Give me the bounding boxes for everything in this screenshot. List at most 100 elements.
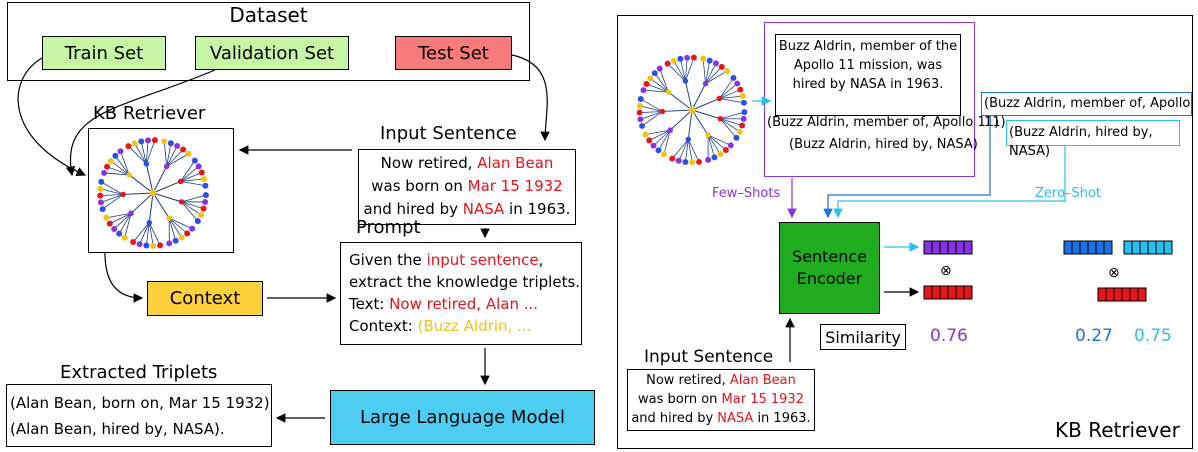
- arrow-kb-to-context: [104, 252, 144, 303]
- graph-edge: [720, 111, 745, 120]
- graph-node: [104, 163, 111, 170]
- fewshot-text-box: Buzz Aldrin, member of the Apollo 11 mis…: [775, 34, 961, 116]
- graph-node: [661, 151, 667, 158]
- graph-edge: [152, 192, 170, 219]
- llm-label: Large Language Model: [360, 407, 565, 428]
- graph-edge: [169, 217, 193, 229]
- graph-edge: [124, 213, 132, 238]
- graph-node: [117, 148, 124, 155]
- graph-node: [643, 81, 650, 87]
- vector-cell: [1131, 240, 1141, 255]
- graph-edge: [118, 213, 132, 234]
- graph-edge: [678, 139, 689, 161]
- graph-node: [664, 60, 671, 67]
- kb-graph-left: [97, 137, 209, 249]
- right-panel-title: KB Retriever: [1055, 418, 1180, 442]
- vector-cell: [1129, 287, 1139, 302]
- graph-edge: [705, 66, 723, 84]
- graph-node: [167, 140, 174, 147]
- context-label: Context: [169, 288, 241, 309]
- graph-edge: [181, 194, 206, 203]
- graph-node: [189, 225, 196, 232]
- vector-cell: [1163, 240, 1173, 255]
- arrow-zeroshot1-to-encoder: [823, 116, 991, 219]
- score-few: 0.76: [930, 326, 968, 346]
- graph-node: [656, 65, 663, 72]
- vector-cell: [923, 240, 933, 255]
- graph-node: [684, 54, 691, 61]
- right-panel-frame: [617, 15, 1193, 449]
- graph-node: [136, 241, 143, 248]
- graph-edge: [719, 95, 743, 99]
- graph-node: [184, 230, 191, 237]
- graph-node: [705, 156, 712, 163]
- graph-hub: [665, 89, 672, 95]
- graph-edge: [145, 163, 154, 194]
- vector-cell: [1137, 287, 1147, 302]
- llm-box: Large Language Model: [330, 390, 595, 445]
- graph-edge: [166, 143, 172, 167]
- kb-graph-right-svg: [636, 54, 748, 166]
- otimes-zero: ⊗: [1108, 265, 1120, 281]
- graph-node: [97, 192, 104, 199]
- graph-edge: [691, 98, 720, 111]
- vector-cell: [1095, 240, 1105, 255]
- graph-node: [646, 137, 653, 144]
- train-set-box: Train Set: [42, 36, 166, 70]
- graph-edge: [640, 98, 663, 112]
- graph-node: [121, 234, 128, 241]
- graph-node: [198, 169, 205, 176]
- graph-edge: [148, 222, 154, 246]
- graph-edge: [691, 109, 709, 136]
- graph-edge: [707, 134, 727, 151]
- graph-node: [112, 152, 119, 159]
- graph-edge: [128, 174, 154, 194]
- graph-edge: [669, 109, 693, 131]
- extracted-triplets-title: Extracted Triplets: [60, 362, 218, 383]
- graph-node: [99, 206, 106, 213]
- graph-edge: [649, 129, 671, 141]
- graph-node: [639, 122, 646, 129]
- graph-node: [180, 146, 187, 153]
- vector-cell: [939, 240, 949, 255]
- graph-edge: [152, 166, 168, 194]
- graph-edge: [106, 212, 132, 219]
- vector-cell: [1155, 240, 1165, 255]
- graph-edge: [145, 140, 149, 164]
- graph-node: [737, 86, 744, 93]
- graph-node: [741, 109, 748, 116]
- graph-edge: [148, 192, 154, 223]
- graph-node: [201, 175, 207, 182]
- graph-edge: [180, 181, 206, 187]
- graph-edge: [684, 80, 693, 111]
- graph-node: [640, 87, 647, 94]
- graph-hub: [128, 210, 134, 217]
- zeroshot-box-1: (Buzz Aldrin, member of, Apollo 11): [981, 92, 1192, 130]
- graph-node: [670, 57, 677, 64]
- graph-node: [178, 234, 185, 241]
- graph-edge: [705, 70, 728, 84]
- graph-node: [198, 212, 205, 219]
- graph-node: [677, 55, 684, 62]
- test-set-label: Test Set: [418, 42, 489, 64]
- vector-cell: [1097, 287, 1107, 302]
- graph-node: [730, 74, 737, 81]
- zeroshot-triplet-1: Buzz Aldrin, member of, Apollo 11: [984, 96, 1191, 130]
- graph-hub: [177, 178, 184, 185]
- graph-node: [101, 169, 108, 176]
- graph-node: [145, 137, 152, 144]
- graph-edge: [654, 72, 669, 93]
- vector-cell: [1123, 240, 1133, 255]
- vector-cell: [1087, 240, 1097, 255]
- graph-hub: [166, 215, 172, 221]
- graph-node: [722, 147, 729, 153]
- graph-node: [717, 151, 724, 158]
- graph-hub: [682, 78, 689, 84]
- graph-edge: [719, 98, 745, 104]
- graph-edge: [643, 89, 669, 93]
- graph-hub: [702, 80, 709, 87]
- graph-node: [718, 63, 725, 70]
- graph-node: [739, 122, 746, 129]
- vector-cell: [947, 240, 957, 255]
- graph-edge: [109, 212, 132, 224]
